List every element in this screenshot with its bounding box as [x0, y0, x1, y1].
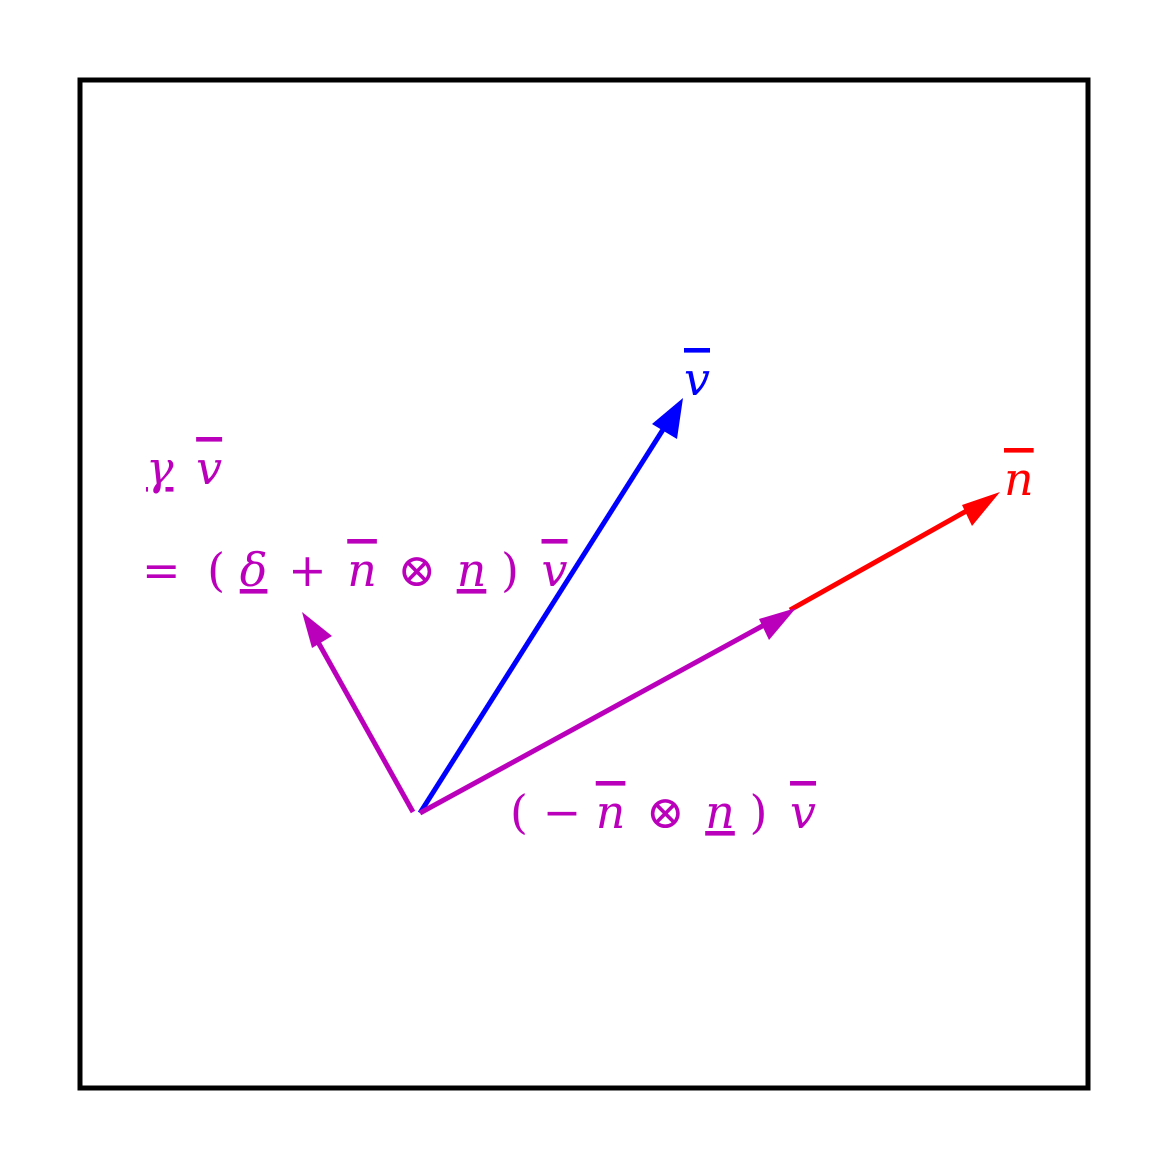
expansion-open-paren: (: [207, 543, 225, 597]
projection-open-paren: (: [510, 785, 528, 839]
expansion-close-paren: ): [501, 543, 519, 597]
expansion-otimes: ⊗: [398, 543, 437, 597]
projection-n-underbar: n: [705, 785, 735, 839]
projection-otimes: ⊗: [646, 785, 685, 839]
n-bar-symbol: n: [1004, 452, 1034, 506]
v-bar-vector-shaft: [417, 426, 667, 815]
expansion-label: = ( δ + n ⊗ n ) v: [142, 543, 568, 597]
frame-border: [77, 77, 1091, 1091]
expansion-plus: +: [288, 543, 327, 597]
expansion-n-bar: n: [347, 543, 377, 597]
v-bar-symbol: v: [684, 352, 710, 406]
gamma-v-arrowhead: [302, 612, 332, 648]
projection-label: ( − n ⊗ n ) v: [510, 785, 816, 839]
projection-minus: −: [543, 785, 582, 839]
projection-close-paren: ): [749, 785, 767, 839]
projection-n-bar: n: [596, 785, 626, 839]
v-bar-label: v: [684, 352, 710, 406]
gamma-v-vector-shaft: [315, 640, 416, 814]
gamma-symbol: γ: [146, 441, 174, 495]
expansion-equals: =: [142, 543, 181, 597]
projection-arrowhead: [759, 608, 796, 640]
gamma-v-v-symbol: v: [196, 441, 222, 495]
projection-vector-shaft: [418, 621, 768, 816]
v-bar-arrowhead: [652, 398, 683, 439]
expansion-v-bar: v: [542, 543, 568, 597]
n-bar-arrowhead: [962, 492, 1000, 526]
projection-v-bar: v: [790, 785, 816, 839]
expansion-n-underbar: n: [457, 543, 487, 597]
n-bar-vector-shaft: [788, 506, 972, 613]
expansion-delta: δ: [240, 543, 268, 597]
gamma-v-label: γ v: [146, 441, 222, 495]
n-bar-label: n: [1004, 452, 1034, 506]
